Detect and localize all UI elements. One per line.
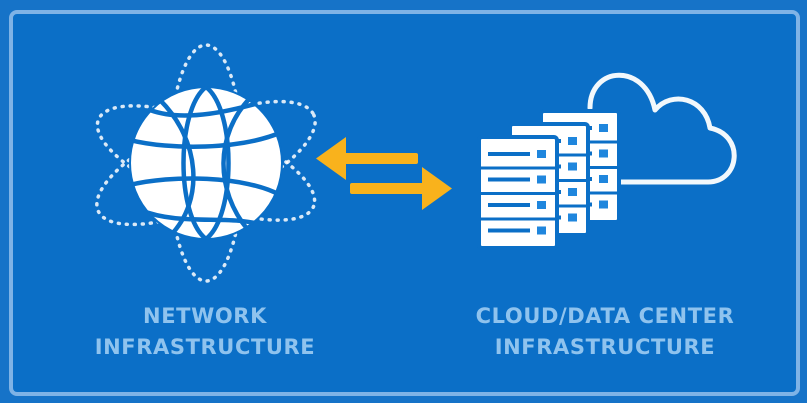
- cloud-label-line1: CLOUD/DATA CENTER: [475, 304, 735, 328]
- server-led: [599, 124, 608, 132]
- bidirectional-arrows-icon: [316, 137, 452, 210]
- server-unit: [477, 135, 559, 250]
- server-led: [537, 150, 546, 158]
- server-led: [537, 201, 546, 209]
- server-led: [568, 162, 577, 171]
- network-infrastructure-label: NETWORK INFRASTRUCTURE: [60, 301, 350, 363]
- arrow-left: [316, 137, 418, 180]
- cloud-label-line2: INFRASTRUCTURE: [494, 335, 716, 359]
- server-led: [568, 213, 577, 222]
- server-stack-icon: [477, 109, 621, 250]
- server-led: [568, 137, 577, 145]
- server-led: [537, 175, 546, 184]
- server-led: [599, 200, 608, 209]
- server-led: [568, 188, 577, 196]
- server-led: [537, 226, 546, 235]
- cloud-infrastructure-label: CLOUD/DATA CENTER INFRASTRUCTURE: [455, 301, 755, 363]
- globe-with-orbits-icon: [95, 43, 317, 283]
- server-led: [599, 175, 608, 183]
- server-led: [599, 149, 608, 158]
- arrow-right: [350, 167, 452, 210]
- network-label-line2: INFRASTRUCTURE: [94, 335, 316, 359]
- cloud-icon: [587, 72, 737, 185]
- network-label-line1: NETWORK: [143, 304, 267, 328]
- globe-sphere: [130, 87, 282, 239]
